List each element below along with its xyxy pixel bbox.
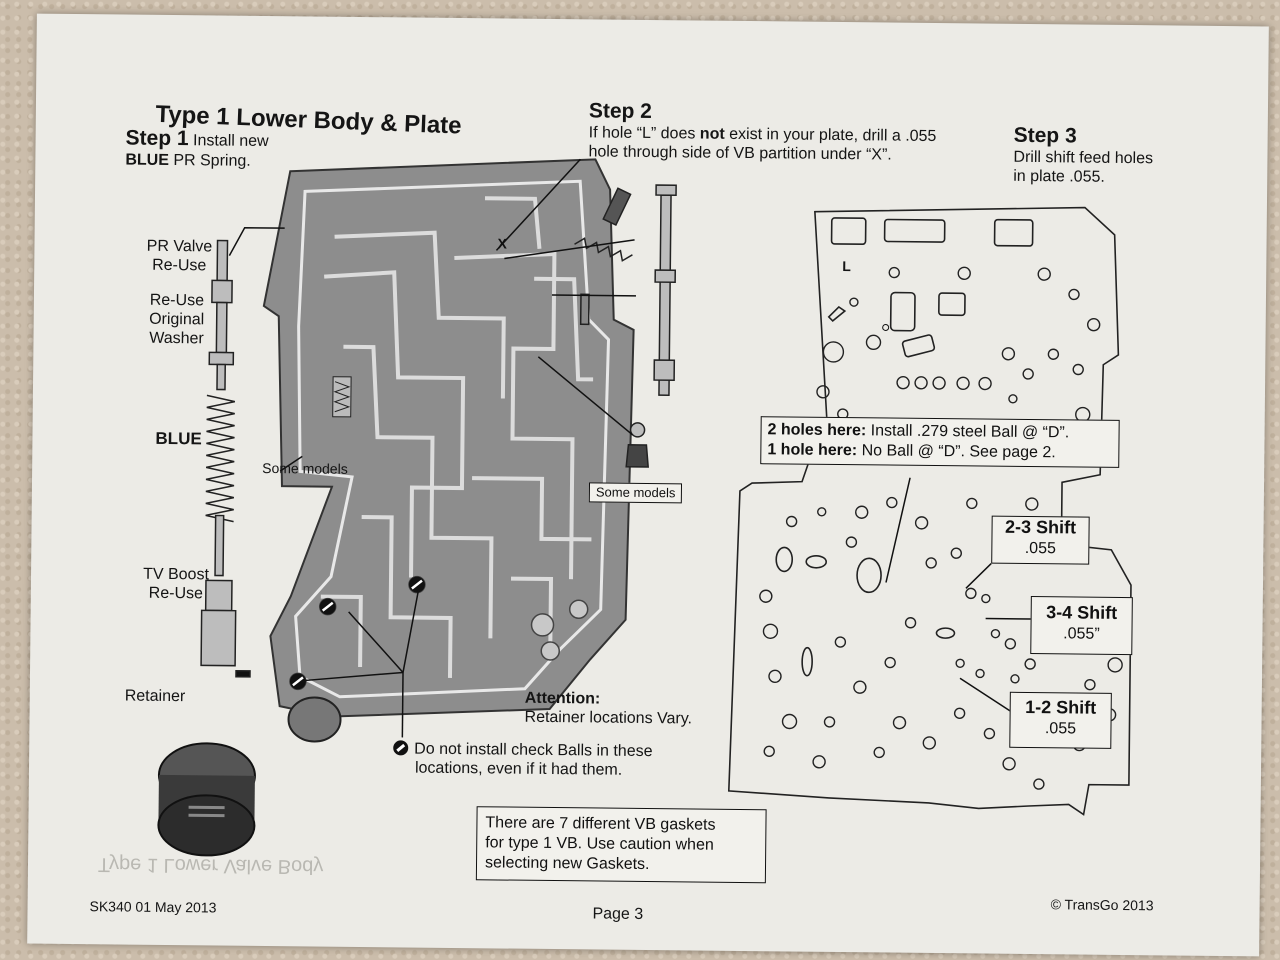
- attention-text: Retainer locations Vary.: [524, 708, 693, 728]
- pr-valve-label: PR Valve Re-Use: [146, 237, 213, 275]
- separator-plate: [727, 206, 1132, 816]
- step1-text-a: Install new: [192, 132, 269, 151]
- step1-text-b: PR Spring.: [173, 152, 251, 170]
- step2-line2: hole through side of VB partition under …: [588, 143, 892, 164]
- instruction-sheet: X: [27, 13, 1269, 957]
- no-check-balls-note: Do not install check Balls in these loca…: [393, 739, 653, 780]
- step2-heading: Step 2: [588, 99, 653, 124]
- step3-heading: Step 3: [1013, 123, 1077, 148]
- blue-spring-label: BLUE: [155, 428, 202, 449]
- steel-ball-callout: 2 holes here: Install .279 steel Ball @ …: [760, 416, 1120, 468]
- step3-block: Step 3 Drill shift feed holes in plate .…: [1013, 124, 1153, 187]
- step1-heading: Step 1: [125, 126, 189, 151]
- step3-line2: in plate .055.: [1013, 167, 1105, 186]
- step1-block: Step 1 Install new BLUE PR Spring.: [125, 127, 269, 171]
- no-ball-icon: [393, 740, 409, 756]
- attention-note: Attention: Retainer locations Vary.: [524, 689, 692, 729]
- footer-copyright: © TransGo 2013: [1050, 896, 1154, 914]
- diagram-artwork: X: [157, 158, 1132, 857]
- original-washer-label: Re-Use Original Washer: [149, 291, 205, 348]
- plate-hole-L-label: L: [842, 258, 851, 275]
- step2-line1-b: exist in your plate, drill a .055: [724, 125, 937, 146]
- shift-box-2-3: 2-3 Shift .055: [991, 515, 1090, 565]
- valve-body-illustration: X: [262, 158, 635, 743]
- step1-text-blue: BLUE: [125, 151, 170, 169]
- step2-line1-not: not: [699, 125, 725, 143]
- retainer-label: Retainer: [124, 687, 186, 706]
- step2-block: Step 2 If hole “L” does not exist in you…: [588, 99, 936, 165]
- shift-box-3-4: 3-4 Shift .055”: [1030, 596, 1133, 656]
- tv-boost-label: TV Boost Re-Use: [143, 565, 210, 603]
- shift-box-1-2: 1-2 Shift .055: [1009, 691, 1112, 749]
- pr-valve-stack: [200, 239, 251, 678]
- gasket-warning-box: There are 7 different VB gaskets for typ…: [475, 806, 767, 884]
- retainer-part: [157, 742, 256, 857]
- footer-page-number: Page 3: [592, 905, 644, 923]
- some-models-label-left: Some models: [262, 459, 348, 477]
- some-models-label-right: Some models: [588, 482, 683, 504]
- step3-line1: Drill shift feed holes: [1013, 148, 1154, 168]
- step2-line1-a: If hole “L” does: [588, 124, 700, 143]
- attention-heading: Attention:: [524, 689, 601, 708]
- leader-lines: [228, 158, 1031, 738]
- loose-valve-parts: [574, 184, 677, 468]
- footer-doc-id: SK340 01 May 2013: [89, 898, 217, 916]
- mirrored-bleed-text: Type 1 Lower Valve Body: [97, 853, 324, 878]
